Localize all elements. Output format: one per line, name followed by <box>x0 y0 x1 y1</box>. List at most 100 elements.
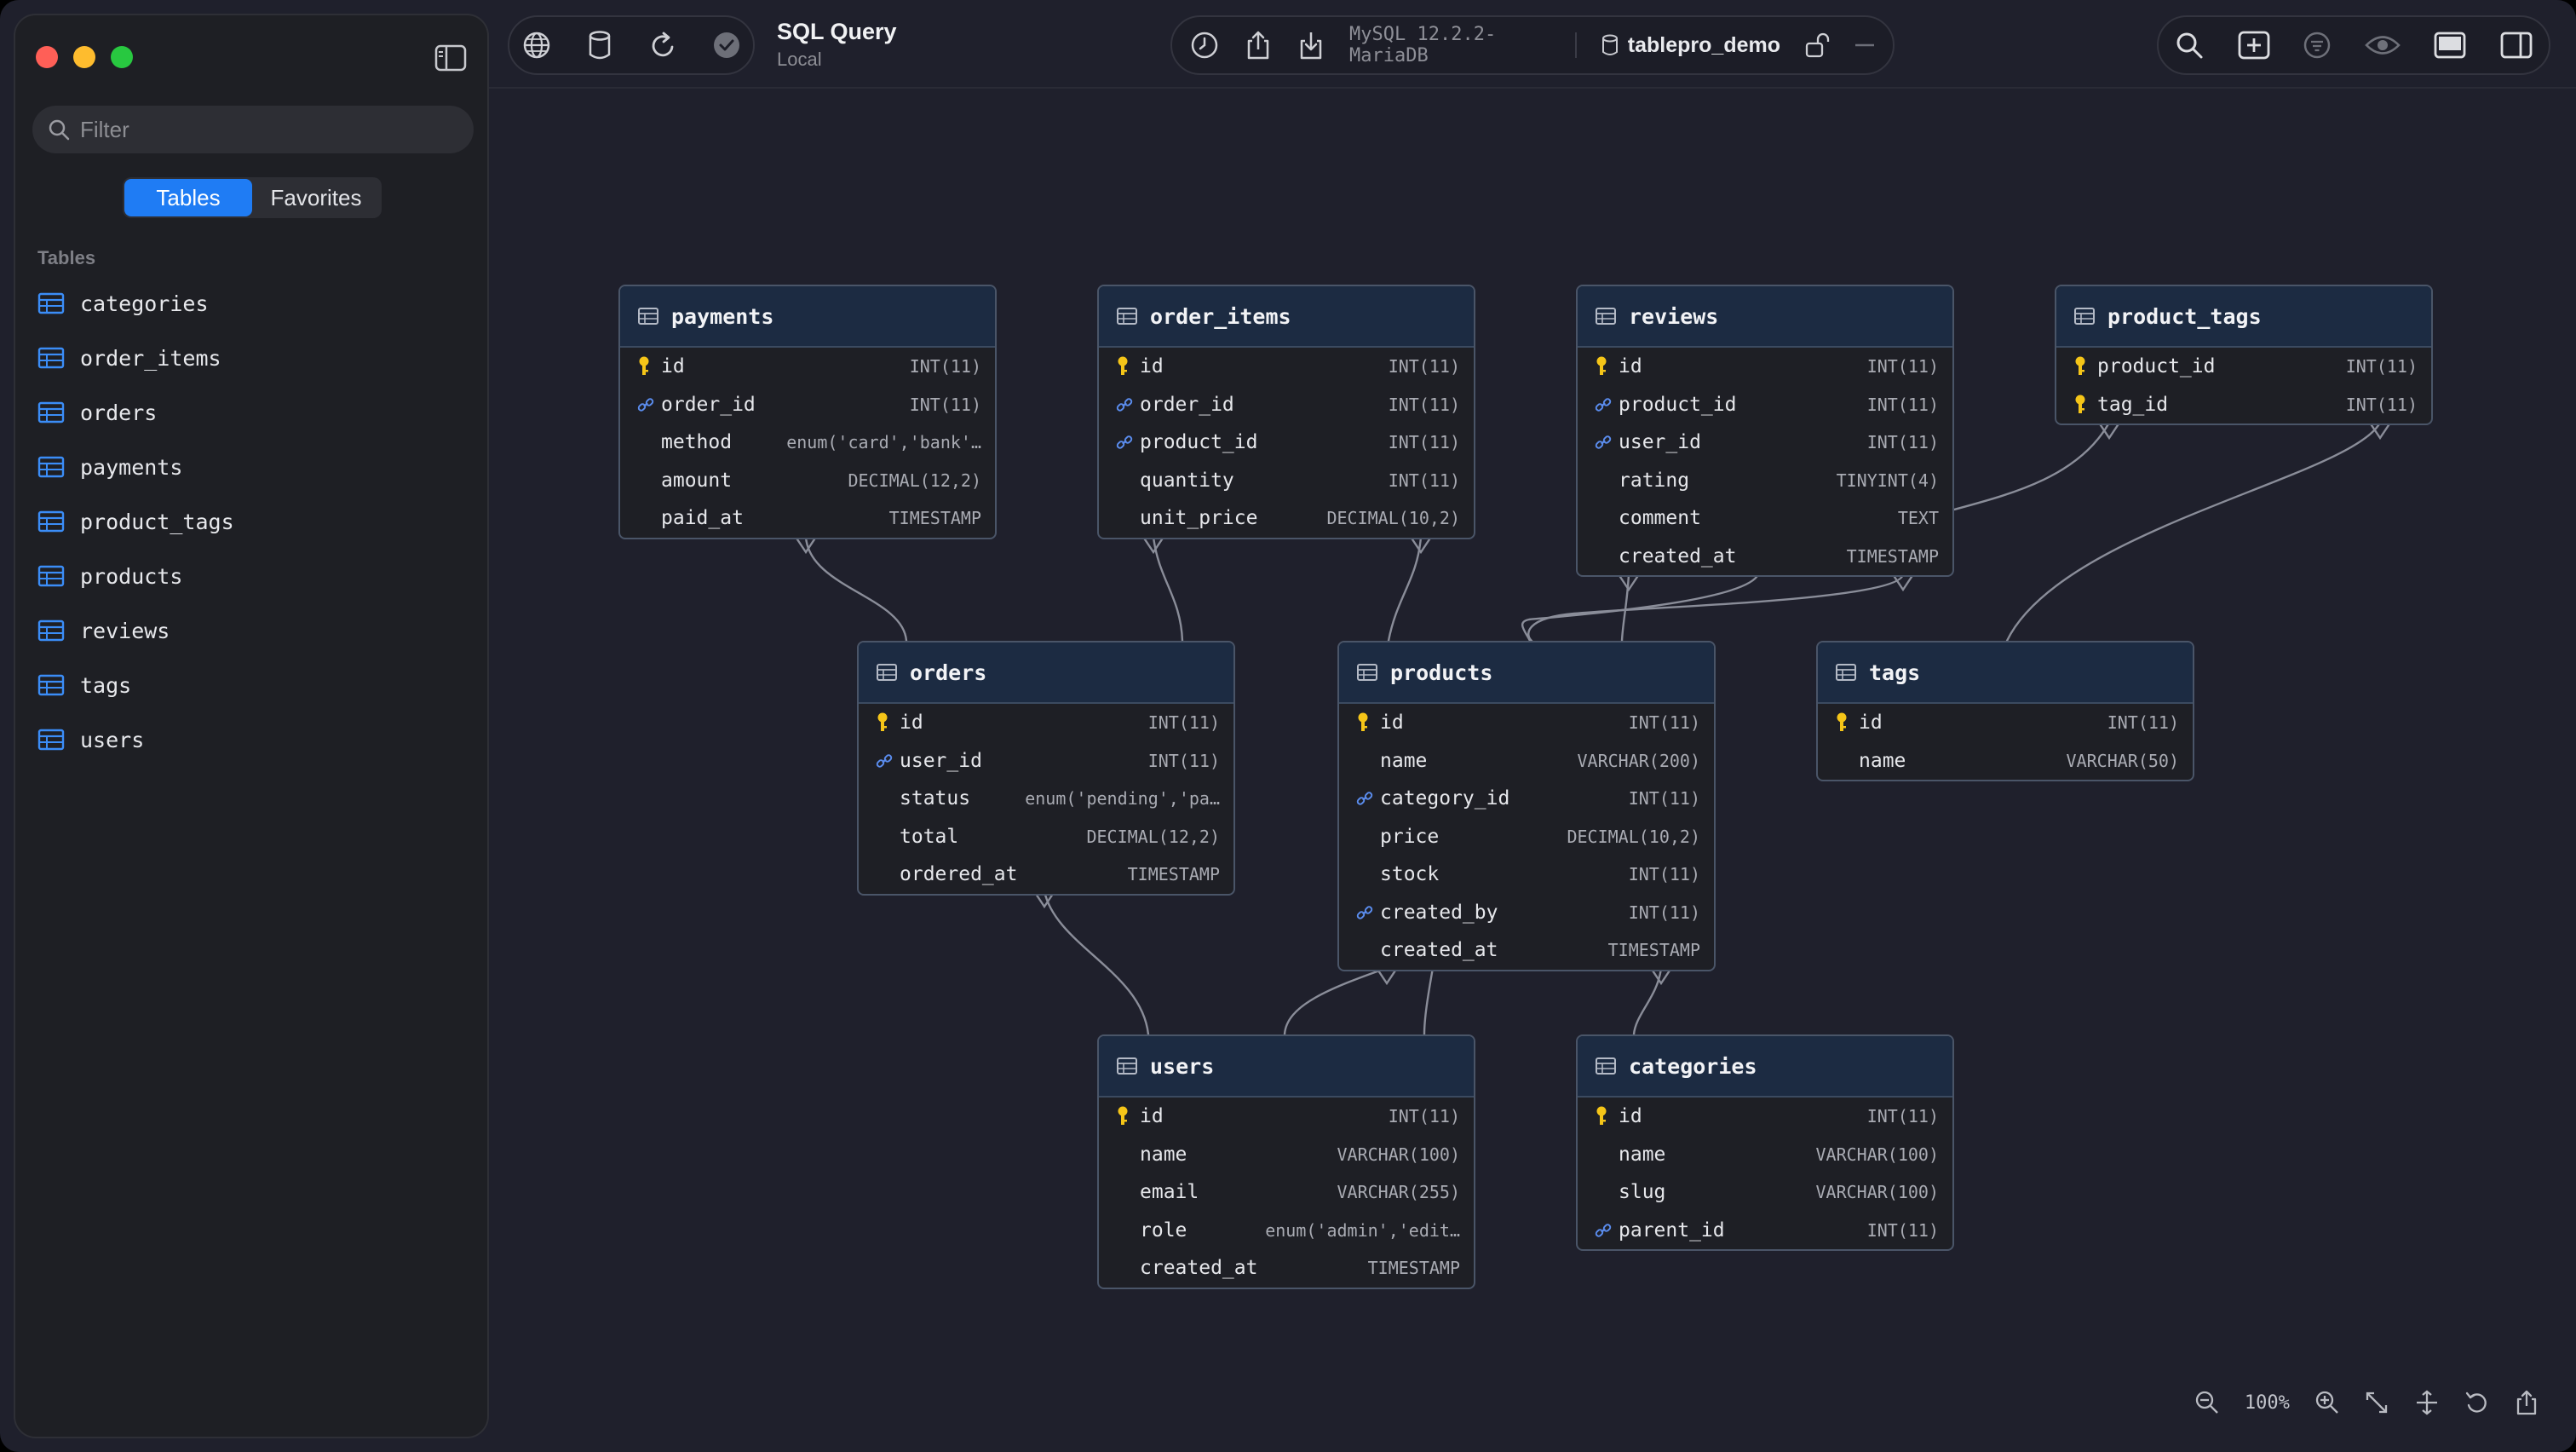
search-icon[interactable] <box>2174 30 2205 60</box>
refresh-icon[interactable] <box>648 30 677 60</box>
filter-input[interactable] <box>80 116 455 143</box>
database-selector[interactable]: tablepro_demo <box>1601 33 1780 58</box>
globe-icon[interactable] <box>521 30 552 60</box>
sidebar-table-products[interactable]: products <box>37 549 480 603</box>
sidebar-table-order_items[interactable]: order_items <box>37 331 480 385</box>
unlock-icon[interactable] <box>1804 32 1830 59</box>
import-icon[interactable] <box>1297 29 1325 61</box>
filter-field[interactable] <box>32 106 474 153</box>
sidebar-table-payments[interactable]: payments <box>37 440 480 494</box>
zoom-level[interactable]: 100% <box>2244 1392 2290 1414</box>
sidebar-table-users[interactable]: users <box>37 712 480 767</box>
export-diagram-icon[interactable] <box>2515 1389 2539 1416</box>
sidebar-table-orders[interactable]: orders <box>37 385 480 440</box>
history-clock-icon[interactable] <box>1189 30 1220 60</box>
table-card-header[interactable]: order_items <box>1099 286 1474 348</box>
zoom-window-button[interactable] <box>111 46 133 68</box>
table-card-header[interactable]: reviews <box>1578 286 1952 348</box>
sidebar-table-categories[interactable]: categories <box>37 276 480 331</box>
table-card-header[interactable]: orders <box>859 642 1233 704</box>
table-card-header[interactable]: products <box>1339 642 1714 704</box>
database-icon[interactable] <box>587 30 612 60</box>
table-card-header[interactable]: users <box>1099 1036 1474 1098</box>
reset-rotate-icon[interactable] <box>2464 1390 2490 1415</box>
more-dash-icon[interactable] <box>1854 41 1876 49</box>
table-card-header[interactable]: tags <box>1818 642 2193 704</box>
share-export-icon[interactable] <box>1244 29 1273 61</box>
right-panel-icon[interactable] <box>2499 31 2533 60</box>
minimize-window-button[interactable] <box>73 46 95 68</box>
new-tab-plus-icon[interactable] <box>2237 30 2271 60</box>
sidebar-table-reviews[interactable]: reviews <box>37 603 480 658</box>
bottom-panel-icon[interactable] <box>2433 31 2467 60</box>
sidebar-table-product_tags[interactable]: product_tags <box>37 494 480 549</box>
table-card-header[interactable]: payments <box>620 286 995 348</box>
table-card-header[interactable]: product_tags <box>2056 286 2431 348</box>
zoom-out-icon[interactable] <box>2194 1390 2220 1415</box>
sidebar-table-tags[interactable]: tags <box>37 658 480 712</box>
auto-layout-icon[interactable] <box>2414 1390 2440 1415</box>
fit-to-screen-icon[interactable] <box>2364 1390 2389 1415</box>
table-card-header[interactable]: categories <box>1578 1036 1952 1098</box>
filter-lines-icon[interactable] <box>2303 31 2332 60</box>
checkmark-circle-icon[interactable] <box>712 31 741 60</box>
zoom-in-icon[interactable] <box>2314 1390 2340 1415</box>
segment-tables[interactable]: Tables <box>124 179 252 216</box>
close-window-button[interactable] <box>36 46 58 68</box>
eye-preview-icon[interactable] <box>2364 32 2401 58</box>
subtitle-text: Local <box>777 49 822 70</box>
segment-favorites[interactable]: Favorites <box>270 184 362 210</box>
sidebar-toggle-icon[interactable] <box>434 44 467 72</box>
